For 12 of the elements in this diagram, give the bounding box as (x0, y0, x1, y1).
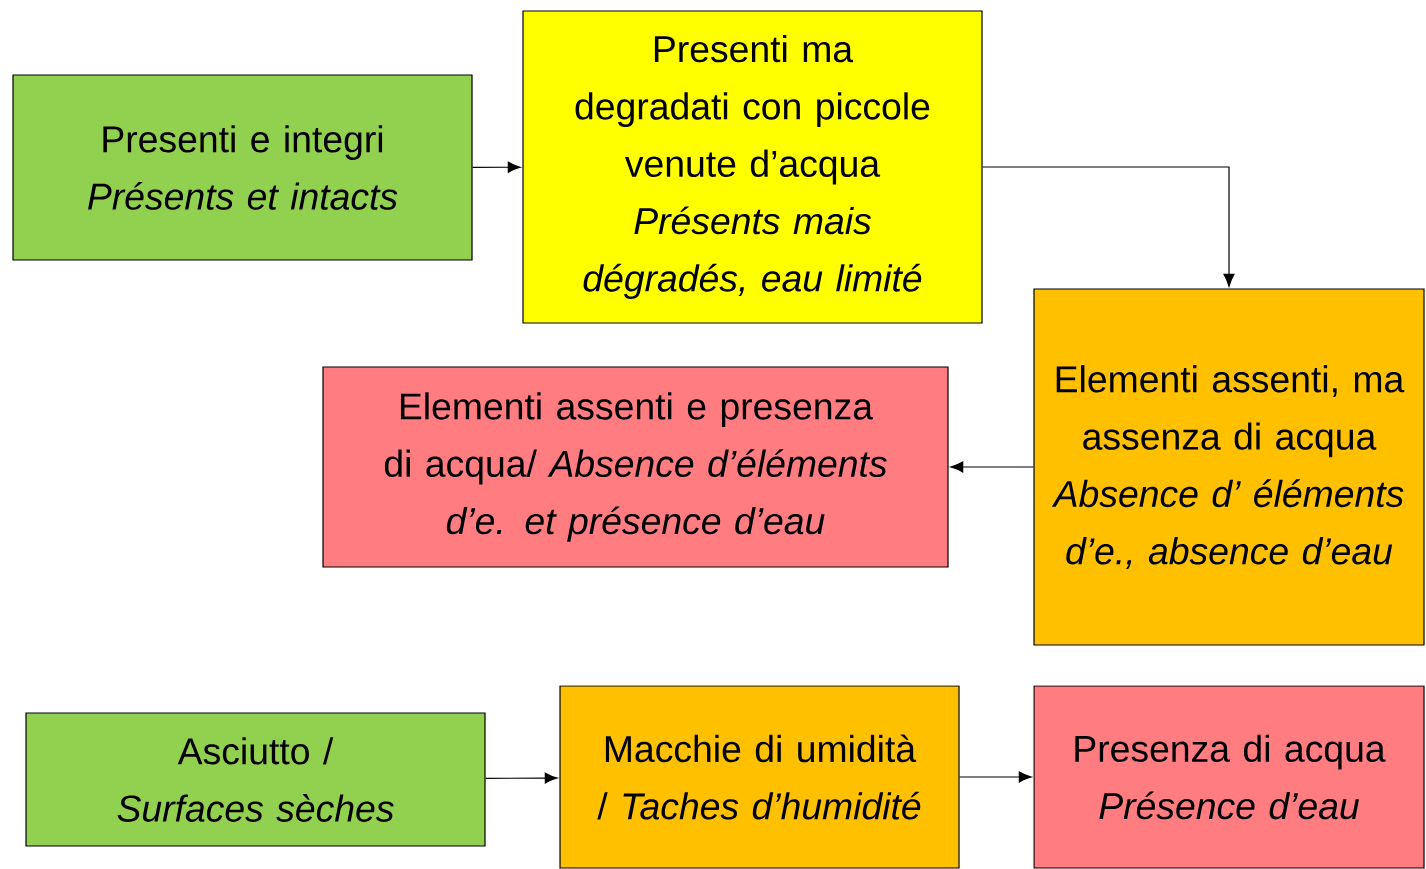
arrow (950, 461, 1034, 473)
status-box: Elementi assenti e presenza di acqua/ Absence d’éléments d’e. et présence d’eau (322, 366, 949, 568)
status-box: Macchie di umidità / Taches d’humidité (559, 685, 960, 869)
arrow (485, 772, 558, 784)
arrow (982, 166, 1235, 287)
status-box: Presenti ma degradati con piccole venute d’acqua Présents mais dégradés, eau limité (522, 10, 983, 324)
arrow (472, 161, 521, 173)
status-box: Presenza di acqua Présence d’eau (1033, 685, 1425, 869)
arrow (959, 771, 1032, 783)
status-box: Asciutto / Surfaces sèches (25, 712, 486, 847)
status-box: Elementi assenti, ma assenza di acqua Absence d’ éléments d’e., absence d’eau (1033, 288, 1425, 646)
status-box: Presenti e integri Présents et intacts (12, 74, 473, 261)
